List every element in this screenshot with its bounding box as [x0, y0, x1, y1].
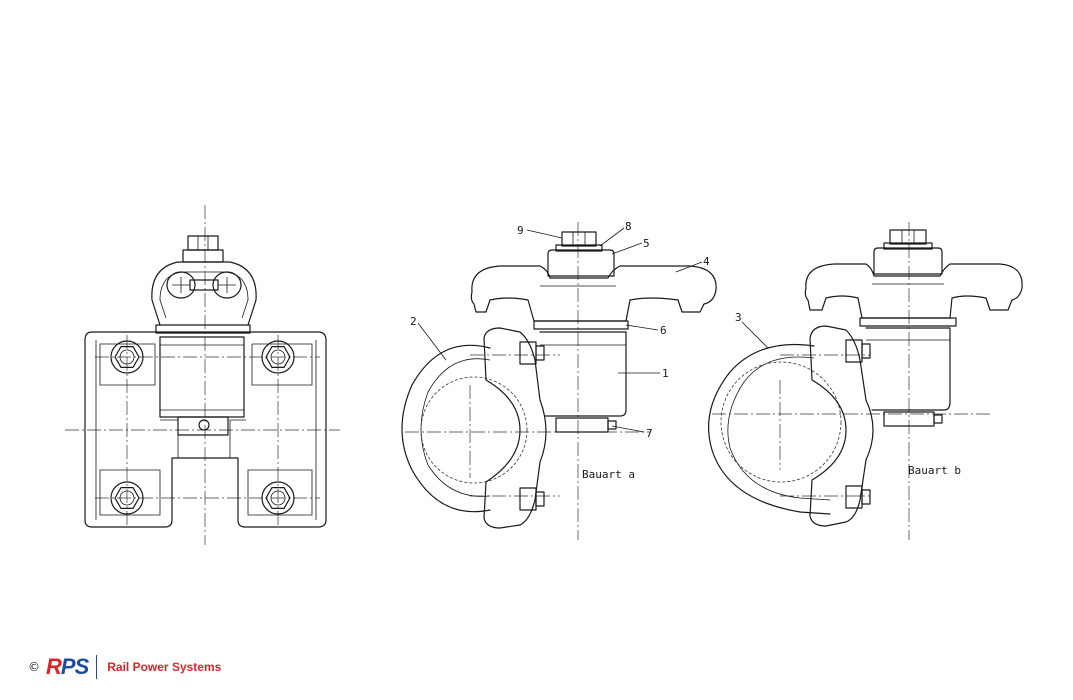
label-6: 6	[660, 324, 667, 337]
side-view-b	[707, 222, 1023, 540]
label-8: 8	[625, 220, 632, 233]
label-4: 4	[703, 255, 710, 268]
caption-bauart-b: Bauart b	[908, 464, 961, 477]
bolt-bottom-right	[261, 481, 295, 515]
logo-divider	[96, 655, 98, 679]
bolt-top-left	[110, 340, 144, 374]
logo-letter-r: R	[46, 654, 62, 679]
footer: © RPS Rail Power Systems	[28, 652, 221, 682]
label-3: 3	[735, 311, 742, 324]
copyright-symbol: ©	[28, 660, 40, 674]
label-2: 2	[410, 315, 417, 328]
side-view-a	[401, 222, 717, 540]
label-7: 7	[646, 427, 653, 440]
rps-logo: RPS Rail Power Systems	[46, 654, 221, 680]
label-9: 9	[517, 224, 524, 237]
logo-mark: RPS	[46, 654, 89, 680]
logo-letters-ps: PS	[60, 654, 89, 679]
bolt-top-right	[261, 340, 295, 374]
label-1: 1	[662, 367, 669, 380]
front-view	[65, 205, 340, 545]
leader-lines	[417, 227, 769, 433]
caption-bauart-a: Bauart a	[582, 468, 635, 481]
bolt-bottom-left	[110, 481, 144, 515]
company-name: Rail Power Systems	[107, 660, 222, 674]
label-5: 5	[643, 237, 650, 250]
